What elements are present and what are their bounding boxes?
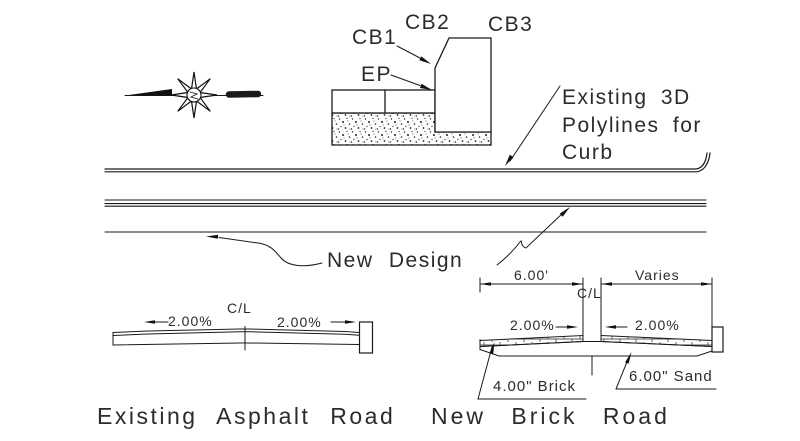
sand-label-leader	[615, 352, 717, 390]
brick-slope-arrow-right	[605, 325, 628, 329]
label-cb2: CB2	[405, 11, 451, 34]
dim-label-varies: Varies	[635, 267, 680, 283]
new-design-leader-left	[206, 234, 323, 267]
curb-detail-section	[331, 37, 492, 146]
brick-slope-arrow-left	[555, 325, 578, 329]
north-arrow-icon	[124, 71, 264, 119]
polylines-note-leader-arrow	[505, 85, 561, 166]
curb-detail-asphalt-layer	[331, 89, 436, 114]
curb-detail-curb-profile	[434, 37, 492, 133]
asphalt-slope-right-label: 2.00%	[277, 314, 322, 330]
asphalt-road-section	[112, 320, 374, 354]
dim-label-6ft: 6.00'	[514, 267, 549, 283]
brick-slope-right-label: 2.00%	[635, 317, 680, 333]
brick-slope-left-label: 2.00%	[510, 317, 555, 333]
brick-road-section	[477, 325, 724, 400]
cb1-leader-arrow	[396, 45, 431, 64]
asphalt-slope-left-label: 2.00%	[168, 313, 213, 329]
asphalt-road-title: Existing Asphalt Road	[97, 403, 396, 429]
plan-curb-polyline	[104, 152, 711, 173]
label-ep: EP	[361, 63, 393, 86]
asphalt-road-curb	[358, 321, 374, 354]
brick-road-title: New Brick Road	[431, 403, 670, 429]
label-cb3: CB3	[488, 13, 534, 36]
note-new-design: New Design	[327, 249, 464, 272]
brick-road-curb	[711, 326, 724, 353]
brick-label-leader	[477, 342, 587, 400]
plan-design-lines	[104, 199, 707, 233]
ep-leader-arrow	[390, 74, 432, 90]
label-cb1: CB1	[352, 26, 398, 49]
brick-layer-label: 4.00" Brick	[493, 378, 577, 395]
asphalt-centerline-label: C/L	[227, 300, 252, 316]
asphalt-slope-arrow-right	[330, 320, 356, 324]
brick-centerline-label: C/L	[577, 285, 602, 301]
asphalt-slope-arrow-left	[144, 320, 169, 324]
new-design-leader-right	[496, 207, 570, 266]
sand-layer-label: 6.00" Sand	[629, 368, 713, 385]
note-existing-polylines: Existing 3D Polylines for Curb	[562, 86, 702, 165]
